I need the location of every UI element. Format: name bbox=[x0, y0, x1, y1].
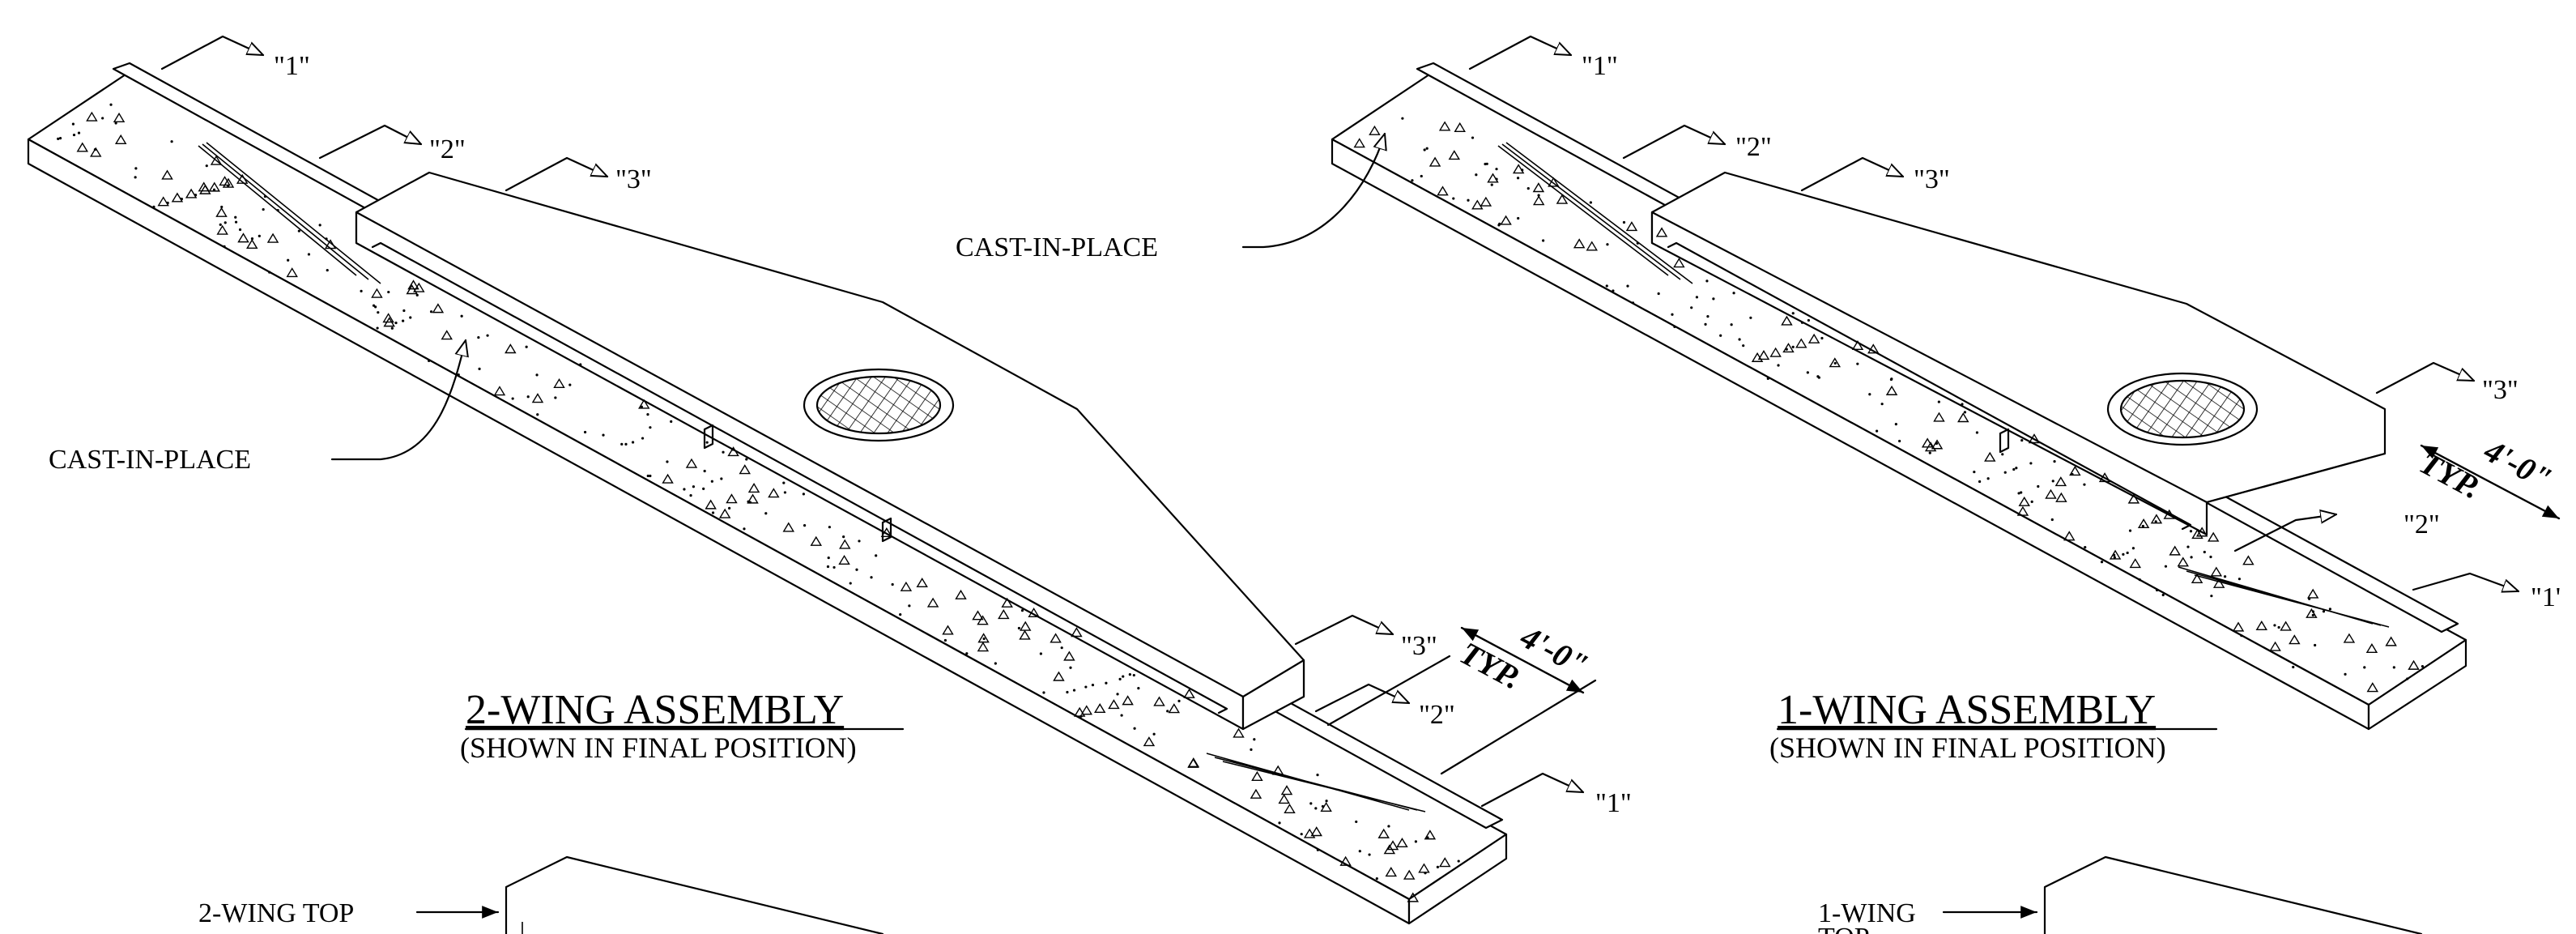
precast-unit-two-wing bbox=[198, 142, 1426, 812]
cast-in-place-label-right: CAST-IN-PLACE bbox=[956, 232, 1158, 262]
aggregate-speckle bbox=[1353, 117, 2425, 693]
two-wing-title: 2-WING ASSEMBLY bbox=[466, 687, 844, 733]
grate-icon bbox=[2106, 372, 2259, 446]
grate-icon bbox=[803, 368, 955, 442]
section-mark-2-top: "2" bbox=[429, 134, 466, 164]
one-wing-assembly: "1" "2" "3" "3" "2" "1' 4'-0" TYP. CAST-… bbox=[956, 35, 2561, 934]
precast-unit-one-wing bbox=[1497, 142, 2390, 628]
two-wing-top-view: 2-WING TOP bbox=[198, 855, 884, 934]
aggregate-speckle bbox=[57, 103, 1460, 902]
two-wing-assembly: "1" "2" "3" "3" "2" "1" 4'-0" TYP. CAST-… bbox=[27, 35, 1632, 934]
one-wing-top-label-line1: 1-WING bbox=[1818, 898, 1916, 928]
cast-in-place-label-left: CAST-IN-PLACE bbox=[49, 445, 251, 475]
one-wing-top-view: 1-WING TOP bbox=[1818, 855, 2423, 934]
section-mark-2-side-right: "2" bbox=[2404, 510, 2440, 540]
section-mark-1-side-right: "1' bbox=[2531, 582, 2561, 612]
one-wing-top-label-line2: TOP bbox=[1818, 923, 1870, 934]
section-mark-3-bottom: "3" bbox=[1401, 631, 1437, 661]
section-marks-one-wing: "1" "2" "3" "3" "2" "1' bbox=[1468, 35, 2561, 612]
dimension-note-right: TYP. bbox=[2414, 444, 2487, 505]
one-wing-title: 1-WING ASSEMBLY bbox=[1778, 687, 2156, 733]
dimension-4ft-one-wing: 4'-0" TYP. bbox=[2414, 432, 2561, 520]
two-wing-top-label: 2-WING TOP bbox=[198, 898, 354, 928]
section-mark-1-top: "1" bbox=[274, 51, 310, 81]
one-wing-subtitle: (SHOWN IN FINAL POSITION) bbox=[1769, 731, 2166, 764]
section-marks-two-wing: "1" "2" "3" "3" "2" "1" bbox=[160, 35, 1632, 818]
section-mark-1-top-right: "1" bbox=[1582, 51, 1618, 81]
section-mark-2-top-right: "2" bbox=[1735, 132, 1772, 162]
two-wing-subtitle: (SHOWN IN FINAL POSITION) bbox=[460, 731, 857, 764]
section-mark-3-top: "3" bbox=[615, 164, 652, 194]
dimension-value-right: 4'-0" bbox=[2478, 432, 2558, 497]
dimension-value: 4'-0" bbox=[1514, 618, 1595, 684]
section-mark-3-top-right: "3" bbox=[1914, 164, 1950, 194]
section-mark-3-side-right: "3" bbox=[2482, 375, 2519, 405]
section-mark-2-bottom: "2" bbox=[1419, 700, 1455, 730]
section-mark-1-bottom: "1" bbox=[1595, 788, 1632, 818]
